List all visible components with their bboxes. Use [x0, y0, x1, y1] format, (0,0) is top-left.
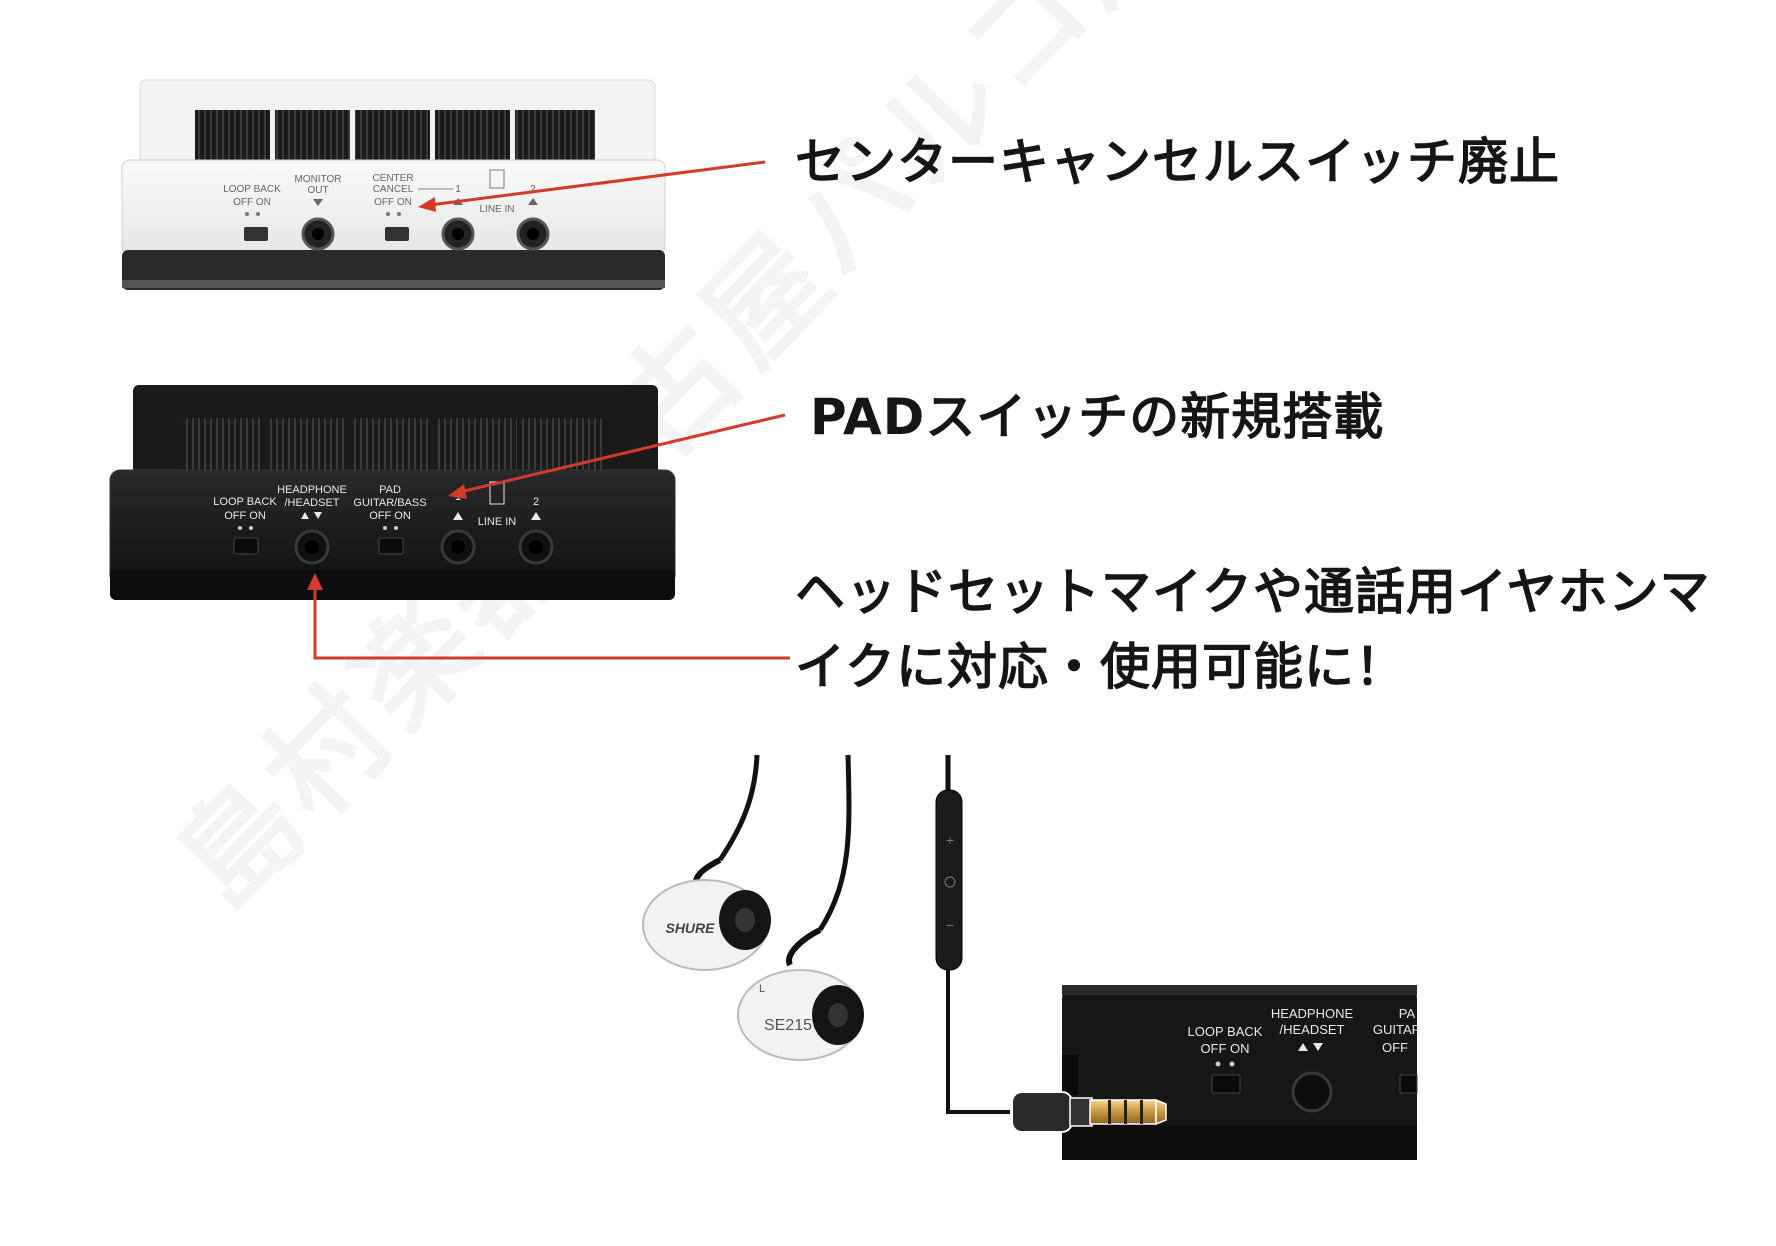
old-label-cancel-states: OFF ON [374, 197, 412, 208]
old-loopback-switch[interactable] [244, 227, 268, 241]
old-label-line-in: LINE IN [479, 204, 514, 215]
new-knobs [182, 418, 602, 473]
new-input1-arrow-icon [453, 512, 463, 520]
callout-headset-line1: ヘッドセットマイクや通話用イヤホンマ [795, 563, 1711, 621]
old-output-arrow-icon [313, 199, 323, 206]
new-label-pad-states: OFF ON [369, 510, 411, 522]
old-label-monitor-out: OUT [307, 185, 328, 196]
old-line-in-icon [489, 169, 505, 189]
zoom-label-pad-partial: PA [1399, 1006, 1416, 1021]
zoom-label-guitar-partial: GUITAR [1373, 1022, 1421, 1037]
new-label-loopback: LOOP BACK [213, 496, 277, 508]
remote-minus-icon: − [946, 917, 954, 933]
zoom-label-loopback: LOOP BACK [1188, 1024, 1263, 1039]
earphone-brand: SHURE [665, 920, 715, 936]
old-label-center: CENTER [372, 173, 413, 184]
remote-center-button-icon [944, 876, 956, 888]
new-headset-out-arrow-icon [314, 512, 322, 519]
plug-sleeve-gold [1089, 1099, 1157, 1125]
zoom-label-loopback-states: OFF ON [1200, 1041, 1249, 1056]
new-input2-arrow-icon [531, 512, 541, 520]
zoom-headset-jack [1291, 1071, 1333, 1113]
old-label-input1: 1 [455, 184, 461, 195]
trrs-plug [1011, 1091, 1167, 1133]
old-label-input2: 2 [530, 184, 536, 195]
callout-center-cancel-removed: センターキャンセルスイッチ廃止 [795, 133, 1560, 191]
old-device: LOOP BACK OFF ON MONITOR OUT CENTER CANC… [121, 79, 666, 290]
zoom-loopback-switch[interactable] [1211, 1074, 1241, 1094]
old-input2-arrow-icon [528, 198, 538, 205]
old-center-cancel-switch[interactable] [385, 227, 409, 241]
zoom-device: LOOP BACK OFF ON HEADPHONE /HEADSET PA G… [1062, 985, 1421, 1160]
callout-headset-line2: イクに対応・使用可能に！ [795, 638, 1406, 696]
new-label-pad: PAD [379, 484, 401, 496]
remote-plus-icon: + [946, 832, 954, 848]
new-headset-in-arrow-icon [301, 512, 309, 519]
earphone-illustration: SHURE SE215 L [642, 754, 864, 1061]
old-label-loopback-states: OFF ON [233, 197, 271, 208]
new-label-guitar-bass: GUITAR/BASS [353, 497, 426, 509]
earphone-left-marker: L [759, 983, 765, 995]
arrow-center-cancel [429, 160, 766, 207]
old-knobs [195, 110, 595, 165]
old-label-loopback: LOOP BACK [223, 184, 281, 195]
new-label-line-in: LINE IN [478, 516, 517, 528]
inline-remote [935, 789, 963, 971]
new-device: LOOP BACK OFF ON HEADPHONE /HEADSET PAD … [109, 385, 676, 600]
new-label-loopback-states: OFF ON [224, 510, 266, 522]
old-label-cancel: CANCEL [373, 184, 414, 195]
callout-arrows [307, 160, 790, 660]
new-loopback-switch[interactable] [233, 537, 259, 555]
zoom-label-headset: /HEADSET [1279, 1022, 1344, 1037]
arrow-pad-switch [459, 413, 786, 494]
earphone-model: SE215 [764, 1017, 812, 1034]
old-label-monitor: MONITOR [294, 174, 341, 185]
new-label-headset: /HEADSET [284, 497, 339, 509]
callout-pad-switch-new: PADスイッチの新規搭載 [810, 388, 1385, 446]
arrow-headset-jack [313, 585, 790, 660]
zoom-label-headphone: HEADPHONE [1271, 1006, 1354, 1021]
headset-cable: + − [935, 755, 1010, 1114]
new-label-input2: 2 [533, 496, 539, 508]
plug-housing [1011, 1091, 1073, 1133]
new-pad-switch[interactable] [378, 537, 404, 555]
zoom-label-off-partial: OFF [1382, 1040, 1408, 1055]
new-label-headphone: HEADPHONE [277, 484, 347, 496]
